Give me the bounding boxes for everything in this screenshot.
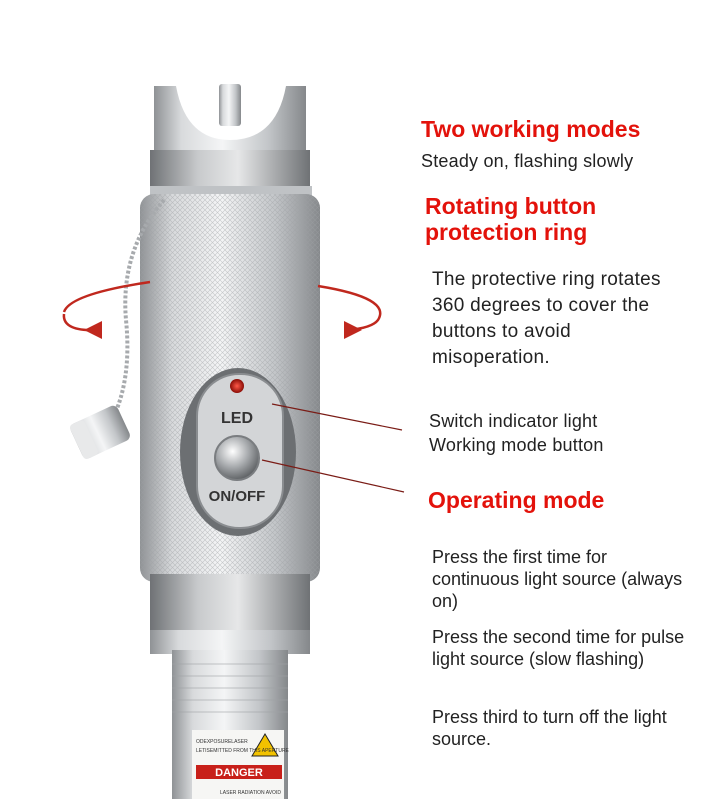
operating-title: Operating mode <box>428 487 605 513</box>
modes-subtitle: Steady on, flashing slowly <box>421 151 634 171</box>
sticker-text-1: ODEXPOSURELASER <box>196 739 248 745</box>
leader-led <box>271 403 403 431</box>
danger-text: DANGER <box>215 767 263 779</box>
rotation-arrow-right <box>317 284 382 332</box>
bead-chain <box>110 198 166 421</box>
ring-description: The protective ring rotates 360 degrees … <box>432 269 661 368</box>
press-second-text: Press the second time for pulse light so… <box>432 627 685 669</box>
ring-title: Rotating button protection ring <box>425 193 597 245</box>
mode-button <box>214 435 260 481</box>
led-text: LED <box>221 410 253 427</box>
top-cup <box>154 86 306 152</box>
press-first-text: Press the first time for continuous ligh… <box>432 547 683 611</box>
warning-triangle-icon <box>251 733 279 757</box>
shaft-grooves <box>172 663 288 713</box>
press-third-text: Press third to turn off the light source… <box>432 707 667 749</box>
rotation-arrow-top <box>62 280 151 313</box>
danger-bar <box>196 765 282 779</box>
modes-title: Two working modes <box>421 116 641 142</box>
indicator-label: Switch indicator light <box>429 411 598 431</box>
dust-cap <box>69 405 130 459</box>
lower-collar <box>150 574 310 638</box>
sticker-text-2: LETISEMITTED FROM THIS APERTURE <box>196 748 290 754</box>
switch-text: ON/OFF <box>209 488 266 505</box>
mode-button-label: Working mode button <box>429 435 604 455</box>
leader-button <box>261 459 405 493</box>
sticker-text-3: LASER RADIATION AVOID <box>220 790 281 796</box>
led-indicator <box>230 379 244 393</box>
top-collar <box>150 150 310 190</box>
top-pin <box>219 84 241 126</box>
